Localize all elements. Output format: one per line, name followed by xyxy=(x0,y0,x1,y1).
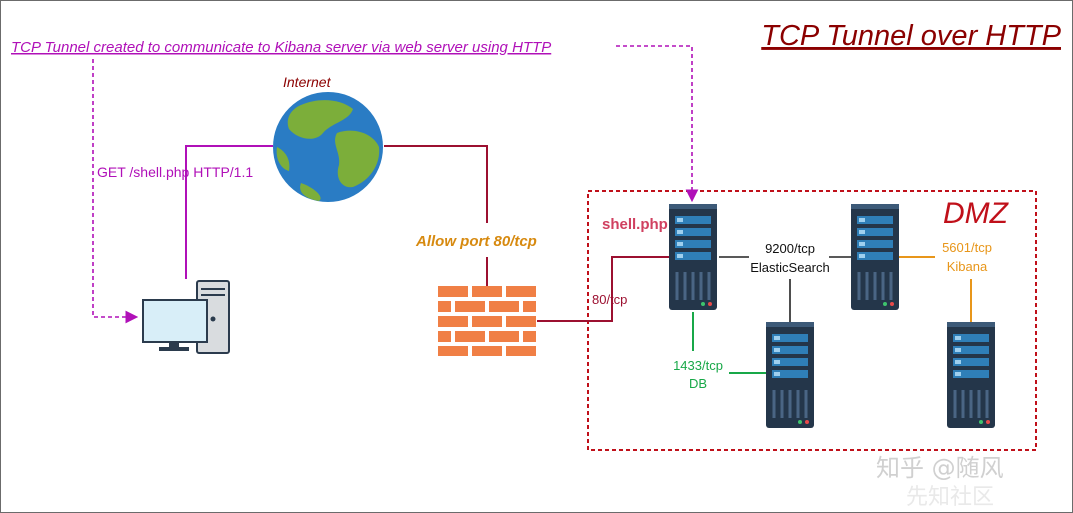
internet-to-firewall-link xyxy=(384,145,488,223)
shell-php-label: shell.php xyxy=(602,216,668,233)
http-request-link xyxy=(185,145,273,279)
web-server-icon xyxy=(669,204,717,310)
dmz-label: DMZ xyxy=(943,197,1010,230)
kibana-port-label: 5601/tcp xyxy=(942,240,992,255)
kibana-label: Kibana xyxy=(947,259,988,274)
es-port-label: 9200/tcp xyxy=(765,241,815,256)
elasticsearch-server-icon xyxy=(851,204,899,310)
internet-globe-icon xyxy=(273,92,383,202)
tunnel-note: TCP Tunnel created to communicate to Kib… xyxy=(11,39,551,56)
firewall-label: Allow port 80/tcp xyxy=(415,233,537,250)
internet-label: Internet xyxy=(283,74,332,90)
tunnel-path-right xyxy=(616,45,699,203)
http-request-label: GET /shell.php HTTP/1.1 xyxy=(97,164,253,180)
db-port-label: 1433/tcp xyxy=(673,358,723,373)
db-label: DB xyxy=(689,376,707,391)
firewall-icon xyxy=(438,286,536,356)
watermark: 知乎 @随风 xyxy=(876,454,1004,482)
client-computer-icon xyxy=(142,280,230,354)
watermark-sub: 先知社区 xyxy=(906,485,994,510)
tunnel-path-left xyxy=(92,59,139,324)
kibana-server-icon xyxy=(947,322,995,428)
firewall-to-webserver-link xyxy=(537,256,669,322)
diagram-title: TCP Tunnel over HTTP xyxy=(761,20,1061,52)
port-80-label: 80/tcp xyxy=(592,292,627,307)
db-server-icon xyxy=(766,322,814,428)
es-label: ElasticSearch xyxy=(750,260,829,275)
